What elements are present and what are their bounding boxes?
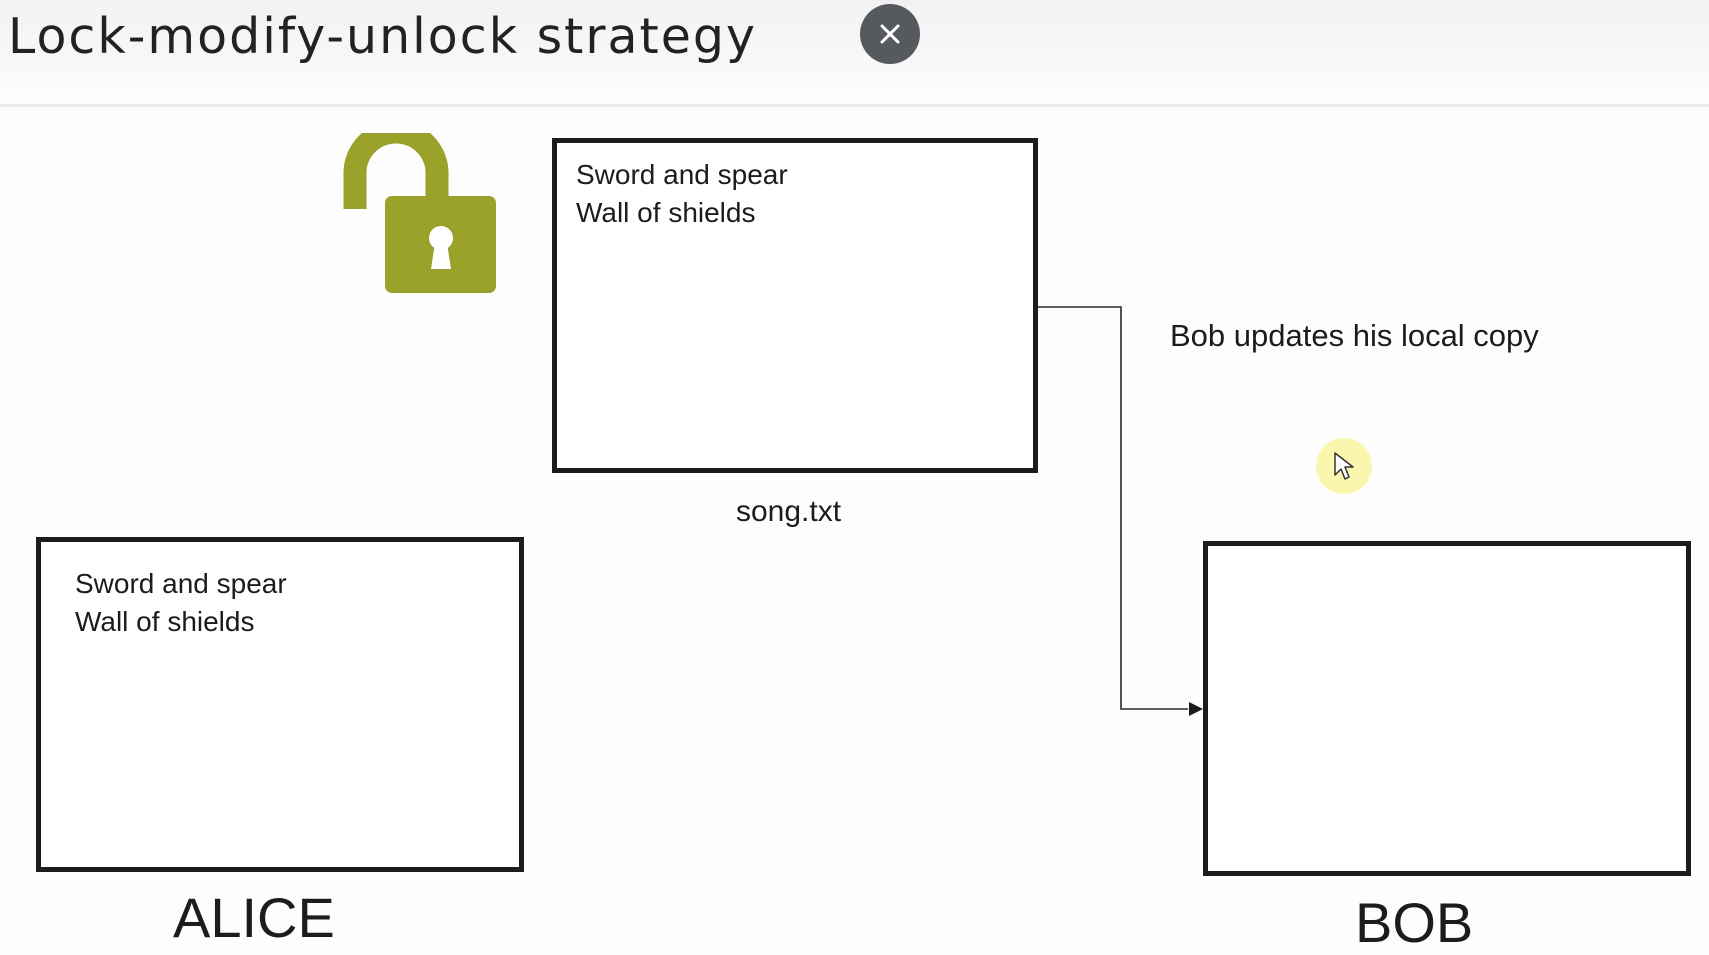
- server-file-content: Sword and spear Wall of shields: [576, 156, 788, 232]
- alice-label: ALICE: [173, 886, 335, 949]
- close-icon: [880, 24, 900, 44]
- mouse-pointer-icon: [1334, 452, 1354, 480]
- alice-line-2: Wall of shields: [75, 606, 255, 637]
- server-file-box: Sword and spear Wall of shields: [552, 138, 1038, 473]
- server-line-2: Wall of shields: [576, 197, 756, 228]
- slide-title: Lock-modify-unlock strategy: [8, 8, 758, 65]
- arrowhead: [1189, 702, 1203, 716]
- step-caption: Bob updates his local copy: [1170, 318, 1539, 353]
- bob-label: BOB: [1355, 891, 1474, 954]
- alice-line-1: Sword and spear: [75, 568, 287, 599]
- unlocked-padlock-icon: [343, 133, 496, 293]
- alice-file-box: Sword and spear Wall of shields: [36, 537, 524, 872]
- bob-file-box: [1203, 541, 1691, 876]
- title-bar: Lock-modify-unlock strategy: [0, 0, 1709, 107]
- close-button[interactable]: [860, 4, 920, 64]
- alice-file-content: Sword and spear Wall of shields: [75, 565, 287, 641]
- cursor-highlight: [1316, 438, 1372, 494]
- server-line-1: Sword and spear: [576, 159, 788, 190]
- server-filename: song.txt: [736, 495, 842, 528]
